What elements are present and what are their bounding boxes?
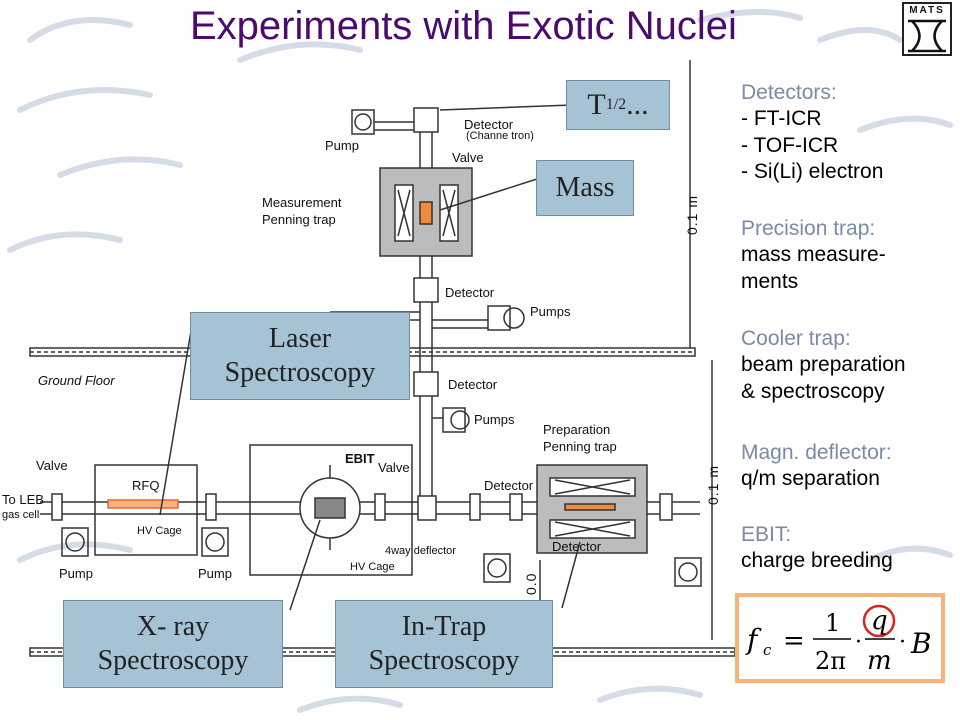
- label-channeltron: (Channe tron): [466, 130, 534, 142]
- label-hv-cage-rfq: HV Cage: [137, 525, 182, 537]
- detectors-section: Detectors: - FT-ICR - TOF-ICR - Si(Li) e…: [741, 80, 956, 185]
- callout-xray-spectroscopy: X- ray Spectroscopy: [63, 600, 283, 688]
- label-gas-cell: gas cell: [2, 509, 40, 521]
- ebit-section: EBIT: charge breeding: [741, 522, 960, 575]
- label-detector-mid: Detector: [445, 285, 495, 300]
- cooler-trap-line: & spectroscopy: [741, 379, 885, 403]
- formula-b: B: [910, 627, 932, 660]
- half-life-subscript: 1/2: [605, 96, 627, 114]
- logo-text: MATS: [909, 5, 945, 16]
- label-preparation-trap-line1: Preparation: [543, 422, 611, 437]
- ebit-line: charge breeding: [741, 549, 893, 573]
- formula-q: q: [871, 606, 888, 636]
- label-ebit: EBIT: [345, 451, 375, 466]
- formula-graphic: f c = 1 2π · q m · B: [745, 604, 932, 676]
- callout-laser-spectroscopy: Laser Spectroscopy: [190, 312, 410, 400]
- label-detector-right: Detector: [484, 478, 534, 493]
- label-pumps-lower: Pumps: [474, 412, 515, 427]
- measurement-upper: 0.1 m: [684, 194, 700, 235]
- slide-title: Experiments with Exotic Nuclei: [190, 4, 737, 48]
- laser-line1: Laser: [268, 323, 332, 355]
- label-4way-deflector: 4way deflector: [385, 545, 456, 557]
- callout-intrap-spectroscopy: In-Trap Spectroscopy: [335, 600, 553, 688]
- precision-trap-line: ments: [741, 269, 799, 293]
- laser-line2: Spectroscopy: [224, 357, 376, 388]
- cyclotron-formula: f c = 1 2π · q m · B: [735, 593, 945, 683]
- deflector-heading: Magn. deflector:: [741, 441, 892, 464]
- intrap-line1: In-Trap: [401, 611, 487, 643]
- detectors-item: - Si(Li) electron: [741, 159, 884, 183]
- deflector-section: Magn. deflector: q/m separation: [741, 440, 960, 493]
- label-pump-left: Pump: [59, 566, 93, 581]
- label-pump-top: Pump: [325, 138, 359, 153]
- label-valve-left: Valve: [36, 458, 68, 473]
- ebit-heading: EBIT:: [741, 523, 792, 546]
- cooler-trap-heading: Cooler trap:: [741, 327, 851, 350]
- label-to-leb: To LEB: [2, 492, 44, 507]
- formula-m: m: [867, 646, 892, 676]
- formula-c: c: [763, 641, 772, 659]
- cooler-trap-section: Cooler trap: beam preparation & spectros…: [741, 326, 960, 405]
- callout-mass: Mass: [536, 160, 634, 216]
- logo-trap-icon: [908, 19, 946, 53]
- label-ground-floor: Ground Floor: [38, 373, 115, 388]
- detectors-item: - FT-ICR: [741, 107, 822, 131]
- detectors-item: - TOF-ICR: [741, 133, 839, 157]
- precision-trap-line: mass measure-: [741, 243, 886, 267]
- label-measurement-trap-line2: Penning trap: [262, 212, 336, 227]
- half-life-symbol: T: [587, 88, 606, 121]
- mats-logo: MATS: [902, 2, 952, 56]
- xray-line2: Spectroscopy: [97, 645, 249, 676]
- label-measurement-trap-line1: Measurement: [262, 195, 342, 210]
- formula-dot2: ·: [899, 630, 906, 655]
- formula-dot1: ·: [855, 630, 862, 655]
- label-detector-prep: Detector: [552, 539, 602, 554]
- label-pump-mid: Pump: [198, 566, 232, 581]
- detectors-heading: Detectors:: [741, 81, 837, 104]
- formula-den1: 2π: [815, 647, 846, 675]
- label-rfq: RFQ: [132, 478, 160, 493]
- label-valve-ebit: Valve: [378, 460, 410, 475]
- cooler-trap-line: beam preparation: [741, 353, 906, 377]
- label-pumps-mid: Pumps: [530, 304, 571, 319]
- precision-trap-heading: Precision trap:: [741, 217, 876, 240]
- label-valve-top: Valve: [452, 150, 484, 165]
- formula-equals: =: [783, 626, 805, 656]
- measurement-zero: 0.0: [523, 572, 539, 595]
- half-life-suffix: ...: [626, 88, 649, 121]
- deflector-line: q/m separation: [741, 467, 880, 491]
- formula-f: f: [745, 623, 762, 656]
- xray-line1: X- ray: [136, 611, 210, 643]
- mass-text: Mass: [555, 172, 615, 204]
- formula-num1: 1: [825, 609, 840, 637]
- label-hv-cage-ebit: HV Cage: [350, 561, 395, 573]
- precision-trap-section: Precision trap: mass measure- ments: [741, 216, 956, 295]
- label-detector-top: Detector: [464, 117, 514, 132]
- label-preparation-trap-line2: Penning trap: [543, 439, 617, 454]
- label-detector-lower: Detector: [448, 377, 498, 392]
- q-highlight-circle: [862, 604, 896, 638]
- measurement-lower: 0.1 m: [705, 464, 721, 505]
- intrap-line2: Spectroscopy: [368, 645, 520, 676]
